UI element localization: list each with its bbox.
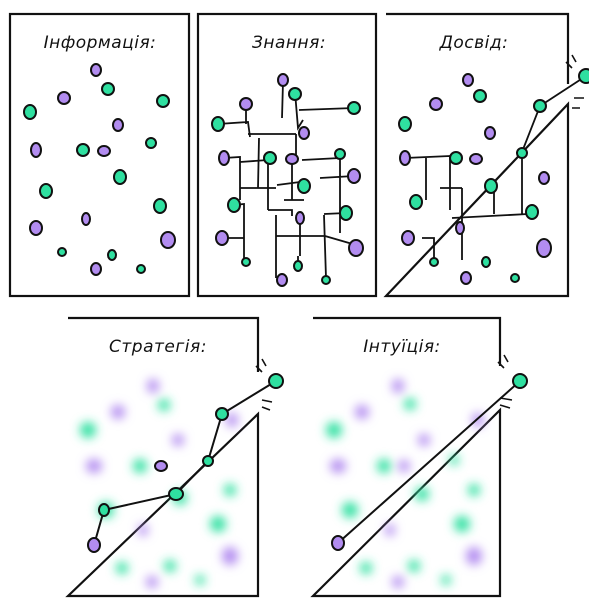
knowledge-dot <box>298 126 310 140</box>
info-dot <box>39 183 53 199</box>
intuition-start-dot <box>331 535 345 551</box>
knowledge-dot <box>321 275 331 285</box>
info-dot <box>112 118 124 132</box>
experience-dot <box>401 230 415 246</box>
panel-intuition: Інтуїція: <box>310 316 528 598</box>
experience-dot <box>516 147 528 159</box>
experience-dot <box>484 126 496 140</box>
knowledge-dot <box>211 116 225 132</box>
experience-dot <box>460 271 472 285</box>
info-dot <box>156 94 170 108</box>
panel-title: Знання: <box>252 33 326 53</box>
experience-dot <box>538 171 550 185</box>
panel-experience: Досвід: <box>383 12 589 298</box>
experience-dot <box>525 204 539 220</box>
panel-title: Інтуїція: <box>363 337 441 357</box>
experience-dot <box>484 178 498 194</box>
knowledge-dot <box>297 178 311 194</box>
knowledge-dot <box>277 73 289 87</box>
blurred-dots <box>326 379 484 588</box>
panel-frame <box>310 316 502 598</box>
knowledge-dot <box>334 148 346 160</box>
experience-dot <box>481 256 491 268</box>
intuition-target-dot <box>512 373 528 389</box>
knowledge-dot <box>227 197 241 213</box>
intuition-path <box>337 380 521 544</box>
panel-information: Інформація: <box>8 12 191 298</box>
experience-dot <box>399 150 411 166</box>
experience-dot <box>536 238 552 258</box>
strategy-node <box>154 460 168 472</box>
knowledge-dot <box>218 150 230 166</box>
experience-dot <box>469 153 483 165</box>
experience-dot <box>473 89 487 103</box>
info-dot <box>90 63 102 77</box>
experience-dot <box>533 99 547 113</box>
info-dot <box>101 82 115 96</box>
knowledge-dot <box>285 153 299 165</box>
info-dot <box>136 264 146 274</box>
experience-dot <box>398 116 412 132</box>
panel-title: Інформація: <box>44 33 157 53</box>
experience-dot <box>449 151 463 165</box>
experience-dot <box>429 97 443 111</box>
spark-marks <box>255 358 273 411</box>
panel-title: Досвід: <box>439 33 509 53</box>
strategy-node <box>168 487 184 501</box>
experience-dot <box>429 257 439 267</box>
info-dot <box>81 212 91 226</box>
info-dot <box>57 247 67 257</box>
info-dot <box>113 169 127 185</box>
info-dot <box>23 104 37 120</box>
strategy-node <box>98 503 110 517</box>
info-dot <box>30 142 42 158</box>
knowledge-dot <box>276 273 288 287</box>
knowledge-dot <box>293 260 303 272</box>
strategy-node <box>215 407 229 421</box>
experience-target-dot <box>578 68 589 84</box>
experience-dot <box>455 221 465 235</box>
knowledge-dot <box>288 87 302 101</box>
info-dot <box>107 249 117 261</box>
panel-title: Стратегія: <box>109 337 207 357</box>
strategy-target-dot <box>268 373 284 389</box>
panel-frame <box>383 12 570 298</box>
panel-strategy: Стратегія: <box>65 316 284 598</box>
spark-marks <box>497 354 513 409</box>
info-dot <box>153 198 167 214</box>
info-dot <box>29 220 43 236</box>
panel-knowledge: Знання: <box>196 12 378 298</box>
experience-dot <box>510 273 520 283</box>
knowledge-dot <box>215 230 229 246</box>
experience-dot <box>409 194 423 210</box>
knowledge-dot <box>241 257 251 267</box>
info-dot <box>97 145 111 157</box>
info-dot <box>57 91 71 105</box>
strategy-node <box>87 537 101 553</box>
info-dot <box>90 262 102 276</box>
knowledge-dot <box>263 151 277 165</box>
info-dot <box>160 231 176 249</box>
knowledge-dot <box>348 239 364 257</box>
experience-dot <box>462 73 474 87</box>
info-dot <box>76 143 90 157</box>
knowledge-dot <box>239 97 253 111</box>
info-dot <box>145 137 157 149</box>
knowledge-dot <box>347 101 361 115</box>
knowledge-dot <box>295 211 305 225</box>
knowledge-dot <box>347 168 361 184</box>
knowledge-links <box>217 81 357 279</box>
strategy-node <box>202 455 214 467</box>
spark-marks <box>565 54 584 109</box>
knowledge-dot <box>339 205 353 221</box>
